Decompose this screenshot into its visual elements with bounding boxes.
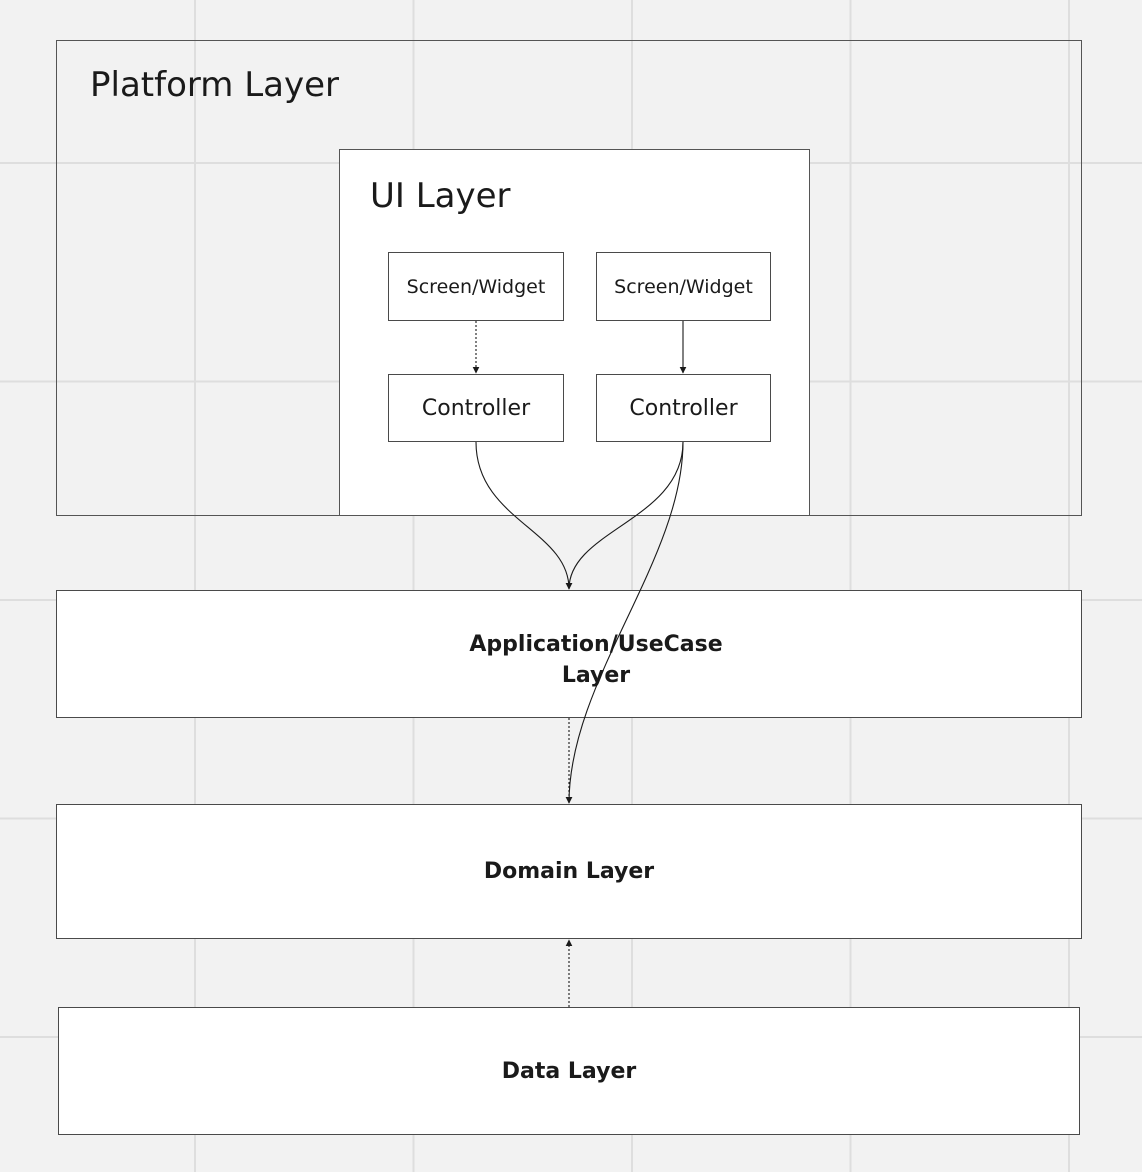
data-layer-label: Data Layer [501, 1058, 637, 1084]
controller-left-label: Controller [421, 395, 531, 421]
data-layer-box[interactable]: Data Layer [58, 1007, 1080, 1135]
controller-right-label: Controller [629, 395, 738, 421]
application-usecase-layer-label: Application/UseCase Layer [57, 629, 1081, 691]
screen-widget-left-box[interactable]: Screen/Widget [388, 252, 564, 321]
application-usecase-label-line2: Layer [561, 663, 631, 688]
screen-widget-right-box[interactable]: Screen/Widget [596, 252, 771, 321]
domain-layer-box[interactable]: Domain Layer [56, 804, 1082, 939]
platform-layer-title: Platform Layer [90, 65, 339, 105]
application-usecase-layer-box[interactable]: Application/UseCase Layer [56, 590, 1082, 718]
domain-layer-label: Domain Layer [483, 859, 655, 884]
ui-layer-box[interactable]: UI Layer [339, 149, 810, 516]
screen-widget-left-label: Screen/Widget [406, 275, 546, 298]
application-usecase-label-line1: Application/UseCase [469, 632, 723, 657]
screen-widget-right-label: Screen/Widget [614, 275, 753, 298]
controller-left-box[interactable]: Controller [388, 374, 564, 442]
ui-layer-title: UI Layer [370, 176, 511, 216]
controller-right-box[interactable]: Controller [596, 374, 771, 442]
